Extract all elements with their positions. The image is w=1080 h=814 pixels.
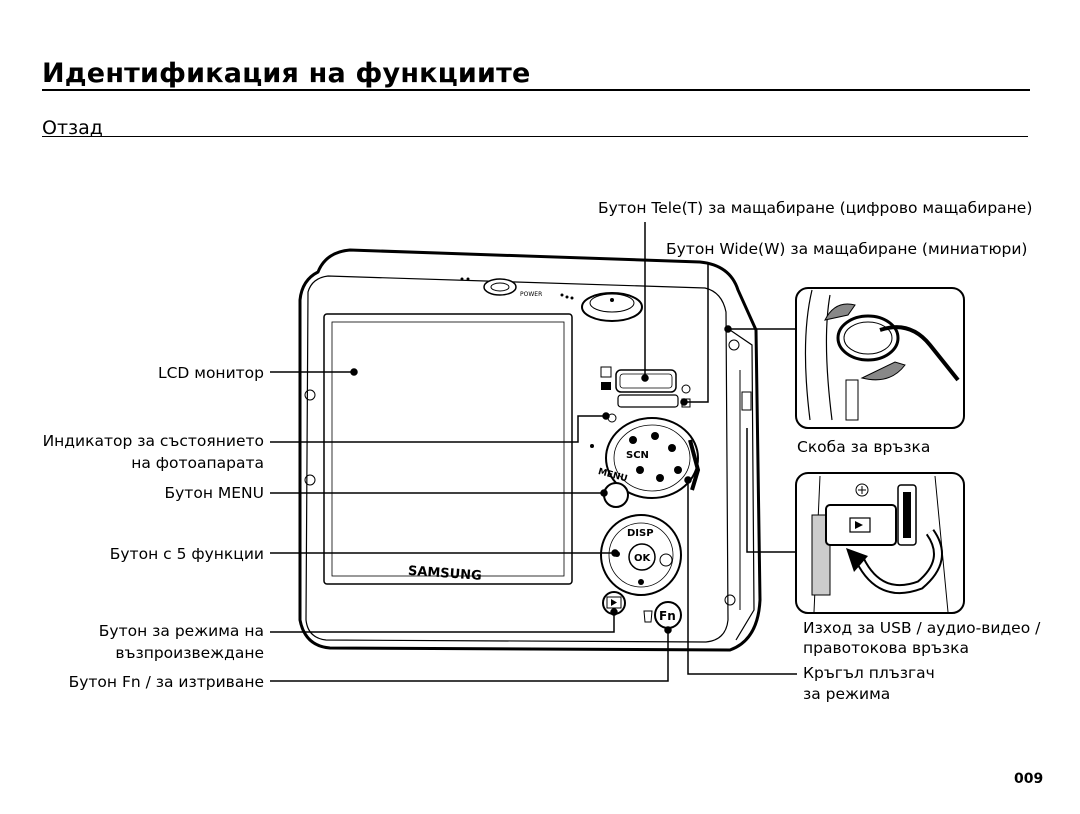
power-text: POWER [520, 291, 542, 298]
svg-text:OK: OK [634, 553, 652, 564]
scn-text: SCN [626, 450, 649, 461]
mode-dial[interactable] [605, 417, 701, 499]
zoom-wide-icon [600, 366, 612, 378]
label-usb-1: Изход за USB / аудио-видео / [803, 619, 1041, 637]
macro-icon [638, 579, 644, 585]
label-status-2: на фотоапарата [131, 454, 264, 472]
svg-text:Fn: Fn [659, 609, 676, 623]
section-subtitle: Отзад [42, 117, 103, 139]
lcd-screen [323, 313, 573, 585]
label-status-1: Индикатор за състоянието [42, 432, 264, 450]
title-rule [42, 89, 1030, 91]
timer-icon [659, 553, 673, 567]
label-wide-zoom: Бутон Wide(W) за мащабиране (миниатюри) [666, 240, 1028, 258]
thumbnail-icon [601, 382, 611, 390]
label-playback-1: Бутон за режима на [98, 622, 264, 640]
menu-button[interactable] [603, 482, 629, 508]
power-button[interactable] [483, 278, 517, 296]
label-lcd: LCD монитор [157, 364, 264, 382]
label-fn: Бутон Fn / за изтриване [68, 673, 264, 691]
page-number: 009 [1014, 771, 1044, 787]
label-playback-2: възпроизвеждане [115, 644, 264, 662]
label-dial-2: за режима [803, 685, 891, 703]
trash-icon [643, 610, 653, 623]
zoom-tele-icon [681, 384, 691, 394]
leader-lines [270, 222, 797, 682]
ok-button[interactable] [628, 543, 656, 571]
label-menu: Бутон MENU [164, 484, 265, 502]
label-usb-2: правотокова връзка [803, 639, 970, 657]
label-dial-1: Кръгъл плъзгач [803, 664, 935, 682]
usb-port-inset [795, 472, 965, 614]
brand-logo: SAMSUNG [407, 564, 482, 584]
label-five-func: Бутон с 5 функции [109, 545, 264, 563]
shutter-button[interactable] [581, 292, 643, 322]
strap-inset [795, 287, 965, 429]
page-title: Идентификация на функциите [42, 58, 531, 89]
label-strap: Скоба за връзка [797, 438, 931, 456]
label-tele-zoom: Бутон Tele(T) за мащабиране (цифрово мащ… [598, 199, 1033, 217]
disp-text: DISP [627, 528, 654, 539]
subtitle-rule [42, 136, 1028, 137]
